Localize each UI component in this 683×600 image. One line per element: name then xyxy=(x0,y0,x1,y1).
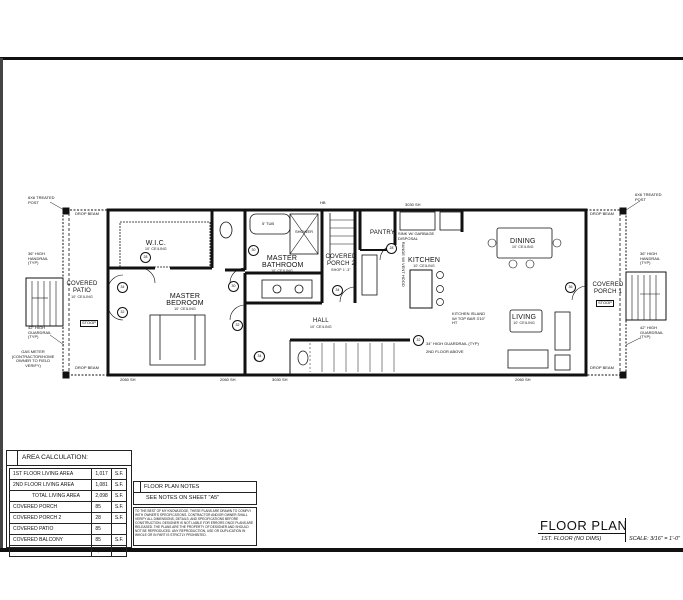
note-garbage-disposal: SINK W/ GARBAGE DISPOSAL xyxy=(398,231,435,241)
note-window-b: 2060 SH xyxy=(220,377,236,382)
sheet-border-left xyxy=(0,58,3,548)
note-guardrail-left: 42" HIGH GUARDRAIL (TYP) xyxy=(28,325,52,339)
note-handrail-right: 36" HIGH HANDRAIL (TYP) xyxy=(640,251,661,265)
door-tag: 30 xyxy=(228,281,239,292)
notes-header: FLOOR PLAN NOTES xyxy=(134,482,256,493)
door-tag: 34 xyxy=(332,285,343,296)
door-tag: 30 xyxy=(248,245,259,256)
sheet-subtitle: 1ST. FLOOR (NO DIMS) xyxy=(541,536,602,542)
area-calculation-header: AREA CALCULATION: xyxy=(7,451,131,466)
note-window-c: 3030 SH xyxy=(272,377,288,382)
note-tub: 5' TUB xyxy=(262,221,275,226)
note-window-d: 2060 SH xyxy=(515,377,531,382)
note-drop-beam-right: DROP BEAM xyxy=(590,211,614,216)
note-gas-meter: GAS METER (CONTRACTOR/HOME OWNER TO FIEL… xyxy=(11,349,55,368)
note-treated-post-right: 6x6 TREATED POST xyxy=(635,192,662,202)
door-tag: 36 xyxy=(565,282,576,293)
room-wic: W.I.C.10' CEILING xyxy=(145,240,167,251)
door-tag: 28 xyxy=(386,243,397,254)
sheet-scale: SCALE: 3/16" = 1'-0" xyxy=(629,536,680,542)
note-drop-beam-right-bottom: DROP BEAM xyxy=(590,365,614,370)
floor-plan-notes-title: FLOOR PLAN NOTES xyxy=(144,484,200,490)
note-handrail-left: 36" HIGH HANDRAIL (TYP) xyxy=(28,251,49,265)
header-marker xyxy=(134,482,141,492)
note-guardrail-stair: 34" HIGH GUARDRAIL (TYP) xyxy=(426,341,479,346)
note-kitchen-island: KITCHEN ISLAND W/ TOP BAR 3'10" HT xyxy=(452,311,486,325)
door-tag: 34 xyxy=(117,282,128,293)
title-underline xyxy=(538,533,625,534)
area-calculation-title: AREA CALCULATION: xyxy=(22,454,88,461)
sheet-border-bottom xyxy=(0,548,683,552)
note-window-e: 3030 SH xyxy=(405,202,421,207)
door-tag: 34 xyxy=(254,351,265,362)
note-stoop-left: STOOP xyxy=(80,320,98,327)
door-tag: 32 xyxy=(232,320,243,331)
door-tag: 32 xyxy=(117,307,128,318)
note-treated-post-left: 6x6 TREATED POST xyxy=(28,195,55,205)
title-divider xyxy=(625,518,626,542)
door-tag: 32 xyxy=(413,335,424,346)
floor-plan-notes-line: SEE NOTES ON SHEET "A5" xyxy=(146,495,220,501)
room-covered-porch-1: COVERED PORCH 1 xyxy=(592,282,624,295)
note-floor-above: 2ND FLOOR ABOVE xyxy=(426,349,464,354)
door-tag: 28 xyxy=(140,252,151,263)
note-shower: SHOWER xyxy=(295,229,313,234)
note-hb: HB xyxy=(320,200,326,205)
note-drop-beam-left: DROP BEAM xyxy=(75,211,99,216)
note-stoop-right: STOOP xyxy=(596,300,614,307)
sheet-border-top xyxy=(0,57,683,60)
room-pantry: PANTRY xyxy=(370,230,395,236)
note-drop-beam-left-bottom: DROP BEAM xyxy=(75,365,99,370)
sheet-title: FLOOR PLAN xyxy=(540,518,628,533)
floor-plan-notes-block: FLOOR PLAN NOTES SEE NOTES ON SHEET "A5" xyxy=(133,481,257,505)
note-window-a: 2060 SH xyxy=(120,377,136,382)
note-range-hood: RANGE W/ VENT HOOD xyxy=(400,241,406,287)
note-guardrail-right: 42" HIGH GUARDRAIL (TYP) xyxy=(640,325,664,339)
disclaimer-block: TO THE BEST OF MY KNOWLEDGE, THESE PLANS… xyxy=(133,507,257,546)
header-marker xyxy=(7,451,18,465)
